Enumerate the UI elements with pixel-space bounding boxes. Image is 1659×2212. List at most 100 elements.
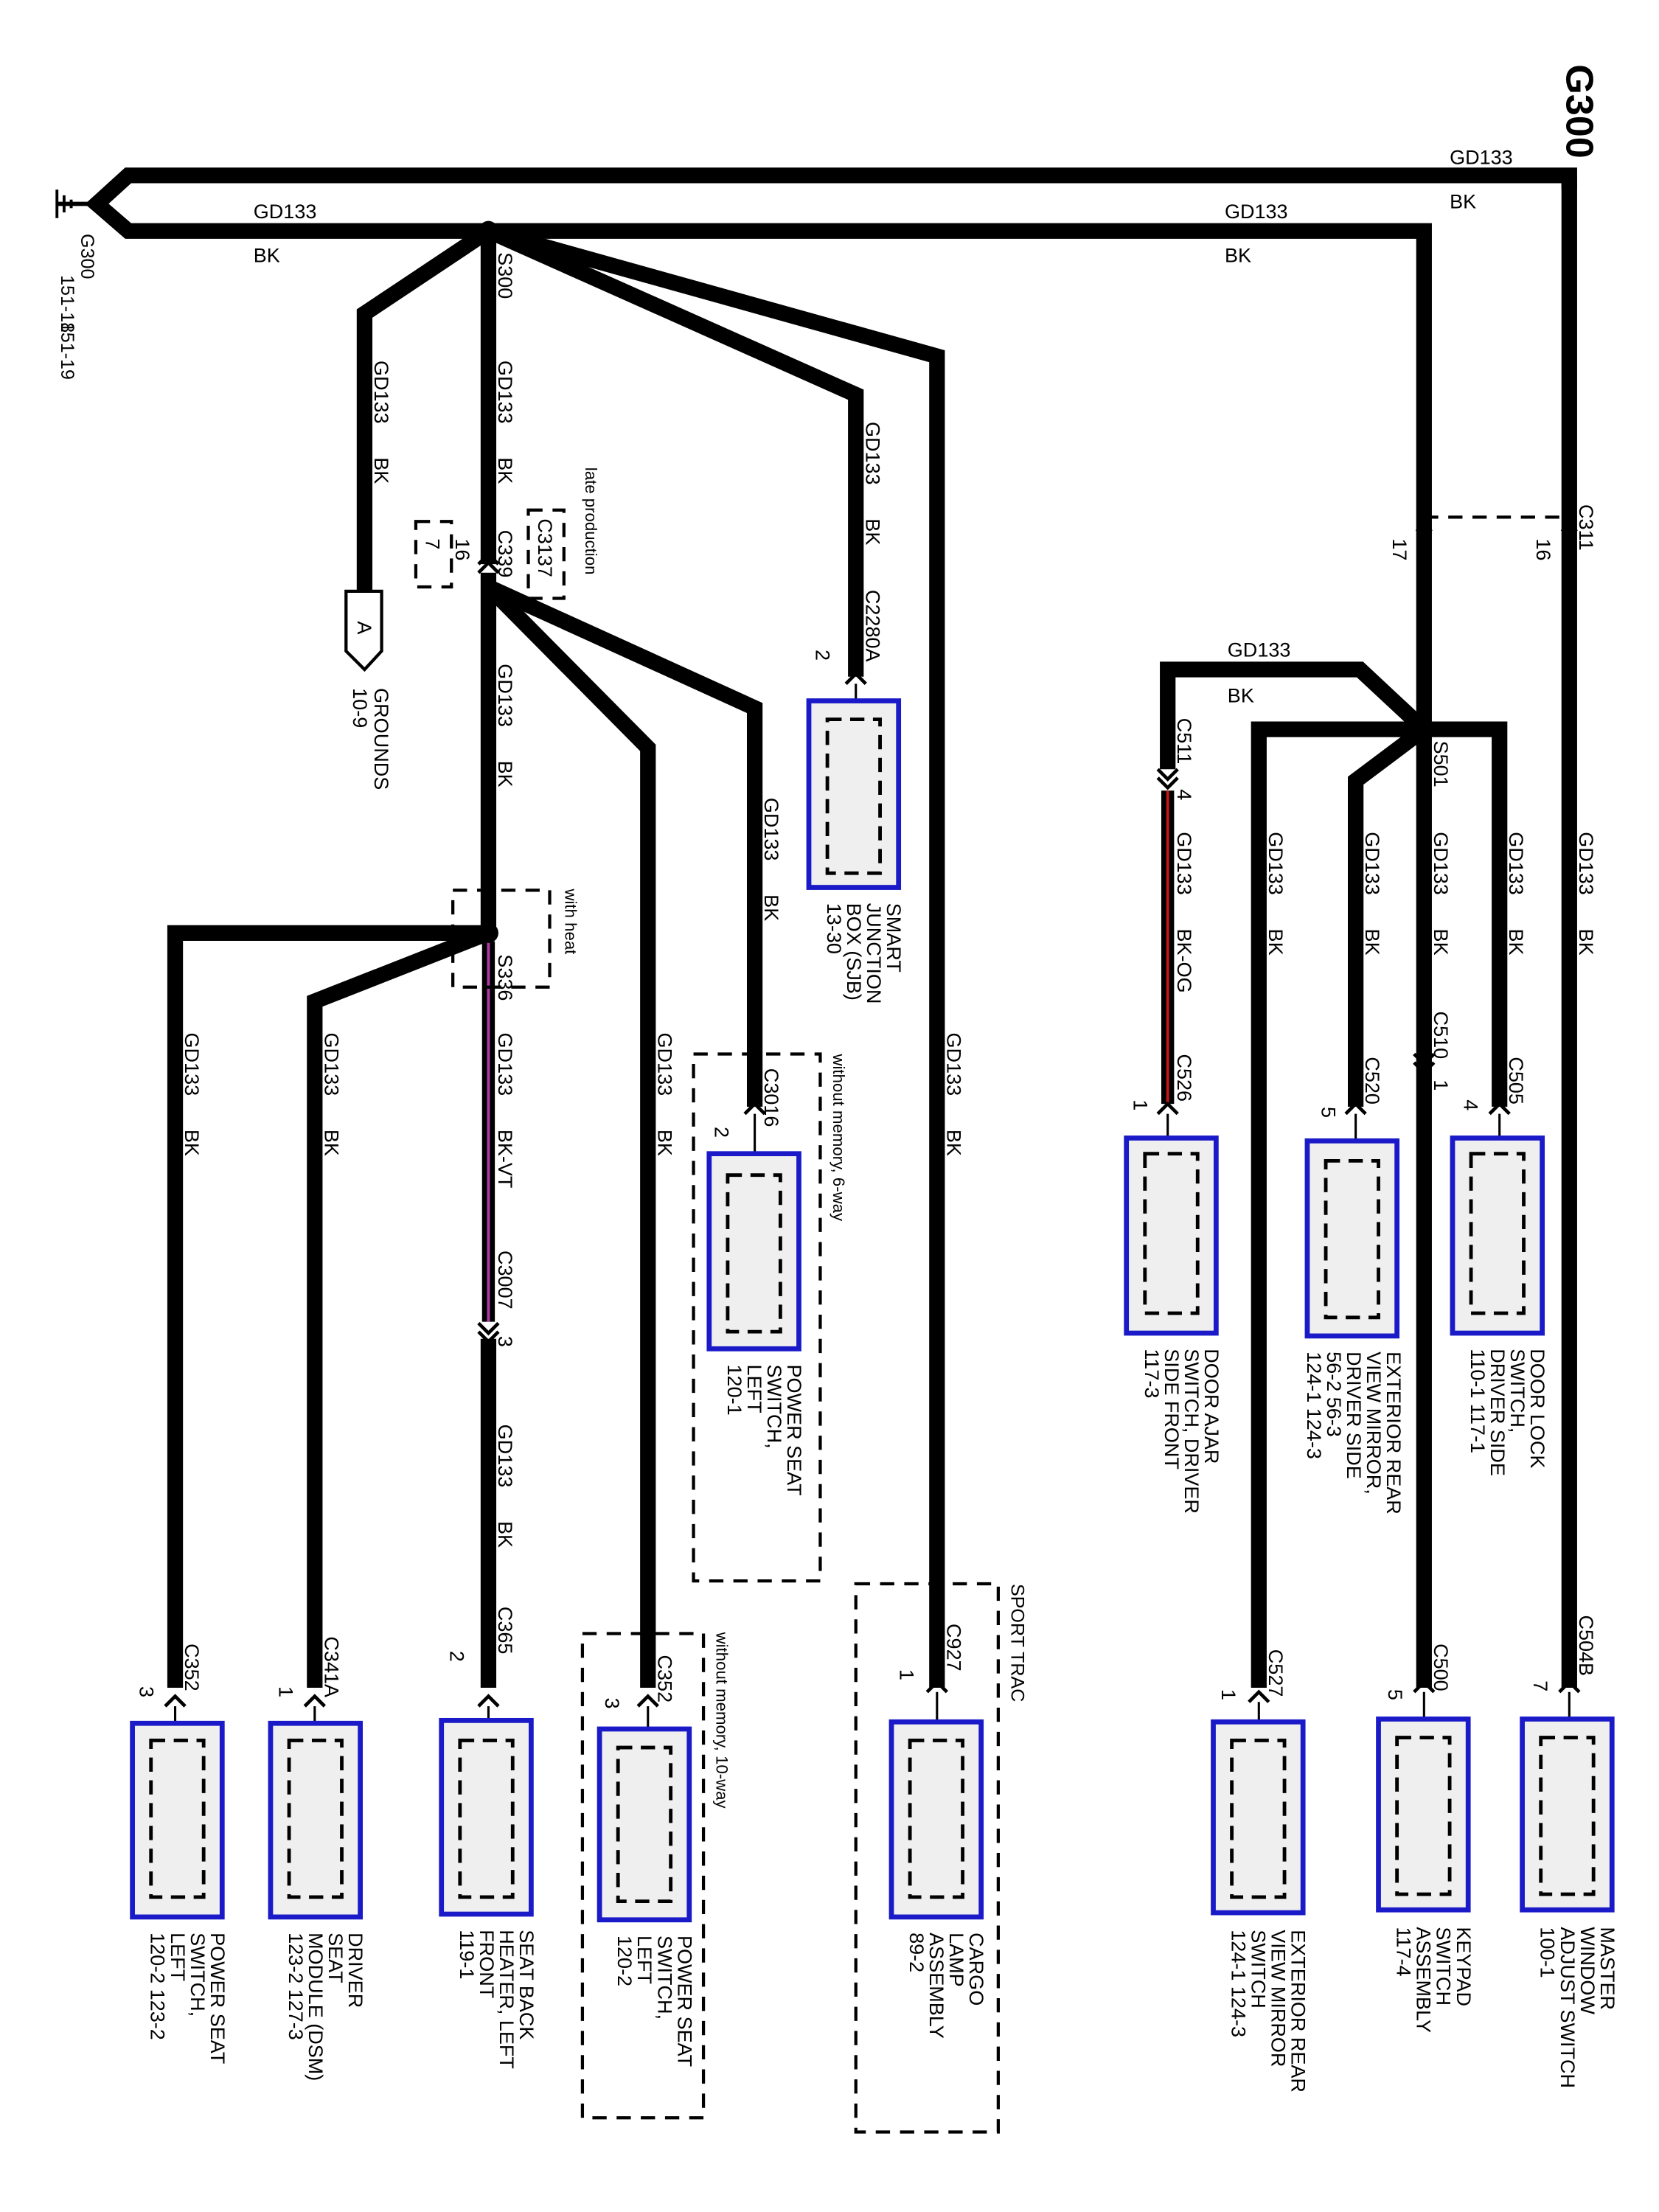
wire-label-color-ajar: BK-OG [1173,929,1195,993]
component-keypad-line-2: SWITCH [1433,1927,1455,2006]
splice-dot-s501 [1413,719,1434,740]
component-psw6[interactable] [706,1151,801,1352]
wire-label-color: BK [494,1521,516,1548]
component-mirror-driver[interactable] [1304,1138,1400,1339]
component-dsm-line-4: 123-2 127-3 [285,1933,307,2040]
connector-c510-pin: 1 [1430,1079,1452,1091]
wire-label-color: BK [942,1130,964,1156]
wire-label-color: BK [1450,190,1476,212]
component-mirror-switch-line-2: VIEW MIRROR [1267,1930,1290,2067]
wire-label-circuit: GD133 [1575,832,1597,895]
wire-psw6 [485,580,763,1107]
note-without-memory-10way: without memory, 10-way [712,1632,731,1809]
connector-c505: C505 [1505,1057,1527,1105]
wire-label-circuit: GD133 [1225,201,1288,223]
wire-dsm [307,925,492,1688]
wire-label-circuit: GD133 [181,1033,203,1096]
connector-c311-pin: 16 [1532,538,1554,560]
note-sport-trac: SPORT TRAC [1006,1584,1027,1702]
component-dsm[interactable] [268,1720,364,1920]
splice-label-s336: S336 [494,954,516,1001]
wire-label-color: BK [861,518,883,545]
splice-dot-s300 [478,220,498,241]
connector-c511: C511 [1173,718,1195,765]
chevron-c3007-icon [477,1321,500,1344]
connector-c505-pin: 4 [1459,1099,1481,1110]
component-mirror-driver-line-5: 124-1 124-3 [1303,1352,1325,1459]
component-dsm-line-1: DRIVER [344,1933,366,2008]
component-keypad-line-4: 117-4 [1393,1927,1415,1976]
connector-c504b: C504B [1575,1615,1597,1676]
wire-label-color: BK [1505,929,1527,956]
ground-ref-2: 151-19 [57,322,77,380]
connector-c527-pin: 1 [1217,1689,1239,1700]
grounds-ref-line-1: GROUNDS [370,688,392,790]
note-with-heat: with heat [562,888,580,954]
wire-label-color: BK [494,761,516,787]
component-door-lock-line-4: 110-1 117-1 [1467,1349,1489,1453]
connector-c352a-pin: 3 [135,1686,157,1697]
wire-door-ajar [1160,661,1430,770]
component-keypad-line-1: KEYPAD [1453,1927,1475,2006]
connector-c339-pin: 16 [451,538,473,560]
component-psw-left-line-3: LEFT [167,1933,189,1981]
wire-label-circuit: GD133 [494,1033,516,1096]
component-sjb[interactable] [806,698,902,890]
component-cargo-line-4: 89-2 [905,1933,928,1972]
wire-label-color: BK [1575,929,1597,956]
component-psw6-line-3: LEFT [743,1365,765,1413]
connector-c3137-pin: 7 [421,538,443,549]
component-mirror-driver-line-1: EXTERIOR REAR [1382,1352,1405,1514]
grounds-ref-letter: A [353,621,375,634]
wire-label-color: BK [320,1130,342,1156]
component-door-ajar[interactable] [1124,1135,1219,1336]
without-memory-6way-box [692,1052,822,1583]
splice-label-s501: S501 [1430,741,1452,787]
connector-c526: C526 [1173,1054,1195,1102]
component-mirror-switch[interactable] [1211,1719,1306,1916]
component-mirror-driver-line-4: 56-2 56-3 [1323,1352,1345,1437]
component-heater-line-4: 119-1 [456,1930,478,1979]
wire-label-circuit: GD133 [942,1033,964,1096]
connector-c504b-pin: 7 [1529,1680,1551,1691]
wire-label-color: BK [494,457,516,484]
component-psw6-line-4: 120-1 [723,1365,745,1416]
component-heater[interactable] [439,1717,534,1917]
ground-name: G300 [77,234,97,279]
wire-label-color: BK [1265,929,1287,956]
wire-label-circuit: GD133 [494,361,516,424]
without-memory-10way-box [580,1632,706,2120]
connector-c3137: C3137 [534,518,556,577]
component-cargo[interactable] [888,1719,984,1920]
connector-c352b-pin: 3 [601,1697,623,1708]
wire-label-circuit: GD133 [494,1425,516,1488]
wire-label-circuit: GD133 [1265,832,1287,895]
connector-c365-pin: 2 [445,1651,467,1662]
component-door-lock-line-1: DOOR LOCK [1526,1349,1548,1468]
component-psw10[interactable] [597,1726,692,1923]
connector-chevrons [164,518,1581,1708]
component-psw-left-line-2: SWITCH, [187,1933,209,2017]
wire-label-color: BK [653,1130,675,1156]
connector-c341a: C341A [320,1636,342,1697]
connector-c352a: C352 [181,1644,203,1691]
component-heater-line-3: FRONT [476,1930,498,1998]
splice-label-s300: S300 [494,252,516,299]
connector-c3007: C3007 [494,1251,516,1310]
connector-c3016-pin: 2 [711,1127,733,1138]
c3137-box [526,508,566,600]
component-mirror-driver-line-2: VIEW MIRROR, [1363,1352,1385,1495]
connector-c927-pin: 1 [896,1669,918,1680]
component-door-lock-line-3: DRIVER SIDE [1486,1349,1509,1476]
wire-label-circuit: GD133 [760,798,782,861]
component-dsm-line-3: MODULE (DSM) [305,1933,327,2081]
component-master-window[interactable] [1520,1717,1615,1913]
component-keypad[interactable] [1376,1717,1471,1913]
wire-label-color: BK [181,1130,203,1156]
component-psw6-line-1: POWER SEAT [783,1365,805,1496]
page-title: G300 [1557,64,1600,159]
component-psw-left[interactable] [130,1720,225,1920]
component-door-lock[interactable] [1450,1135,1545,1336]
wire-label-circuit: GD133 [320,1033,342,1096]
wire-label-circuit: GD133 [861,422,883,485]
